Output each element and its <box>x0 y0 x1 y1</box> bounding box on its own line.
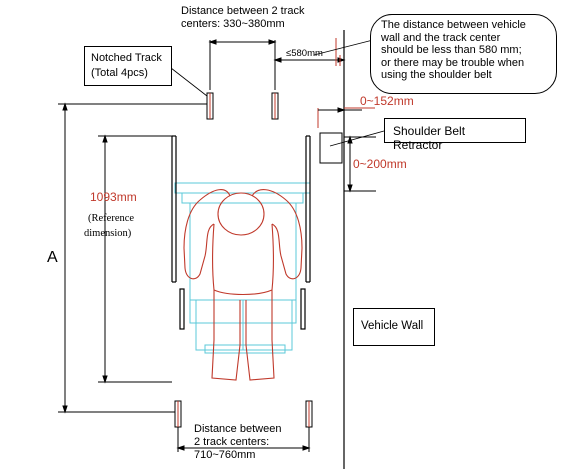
bottom-spacing-line3: 710~760mm <box>194 449 256 461</box>
red-wall-marks <box>317 38 375 128</box>
bubble-line3: should be less than 580 mm; <box>381 44 522 56</box>
bubble-pointer <box>313 39 374 56</box>
notched-track-front-right <box>271 92 279 120</box>
notched-track-front-left <box>206 92 214 120</box>
dimension-a <box>58 102 207 414</box>
bubble-line5: using the shoulder belt <box>381 69 492 81</box>
top-spacing-line1: Distance between 2 track <box>181 5 305 17</box>
top-spacing-line2: centers: 330~380mm <box>181 18 285 30</box>
bottom-track-spacing-text: Distance between 2 track centers: 710~76… <box>194 423 306 462</box>
reference-note-line1: (Reference <box>88 213 134 224</box>
bottom-spacing-line2: 2 track centers: <box>194 436 270 448</box>
bubble-line2: wall and the track center <box>381 31 501 44</box>
retractor-horizontal-offset-dimension <box>318 107 362 113</box>
bottom-track-spacing-dimension <box>176 427 311 452</box>
shoulder-belt-retractor-label: Shoulder Belt Retractor <box>393 124 466 152</box>
shoulder-belt-retractor-callout: Shoulder Belt Retractor <box>384 118 526 152</box>
top-track-spacing-dimension <box>208 39 277 90</box>
wall-distance-label: ≤580mm <box>286 48 323 59</box>
retractor-offset-v-label: 0~200mm <box>353 157 407 171</box>
notched-track-leader <box>170 67 208 97</box>
dimension-a-label: A <box>47 249 58 266</box>
seat-outline <box>174 182 311 354</box>
notched-track-rear-left <box>174 400 182 428</box>
wall-distance-warning-bubble: The distance between vehicle wall and th… <box>370 14 557 94</box>
wheelchair-wheels <box>171 135 311 330</box>
retractor-vertical-offset-dimension <box>344 135 376 193</box>
bubble-line4: or there may be trouble when <box>381 56 525 69</box>
top-track-spacing-text: Distance between 2 track centers: 330~38… <box>181 5 341 31</box>
reference-note-line2: dimension) <box>84 228 132 239</box>
notched-track-callout: Notched Track (Total 4pcs) <box>84 46 172 86</box>
bubble-line1: The distance between vehicle <box>381 19 526 31</box>
occupant-outline <box>183 189 303 381</box>
retractor-offset-h-label: 0~152mm <box>360 94 414 108</box>
shoulder-belt-retractor-box <box>319 132 343 164</box>
notched-track-rear-right <box>305 400 313 428</box>
reference-length-dimension <box>98 134 172 384</box>
notched-track-line2: (Total 4pcs) <box>91 67 148 79</box>
vehicle-wall-callout: Vehicle Wall <box>353 308 435 346</box>
bottom-spacing-line1: Distance between <box>194 423 282 435</box>
notched-track-line1: Notched Track <box>91 52 162 64</box>
vehicle-wall-label: Vehicle Wall <box>361 320 424 332</box>
reference-length-label: 1093mm <box>90 190 137 204</box>
retractor-leader <box>329 130 385 147</box>
